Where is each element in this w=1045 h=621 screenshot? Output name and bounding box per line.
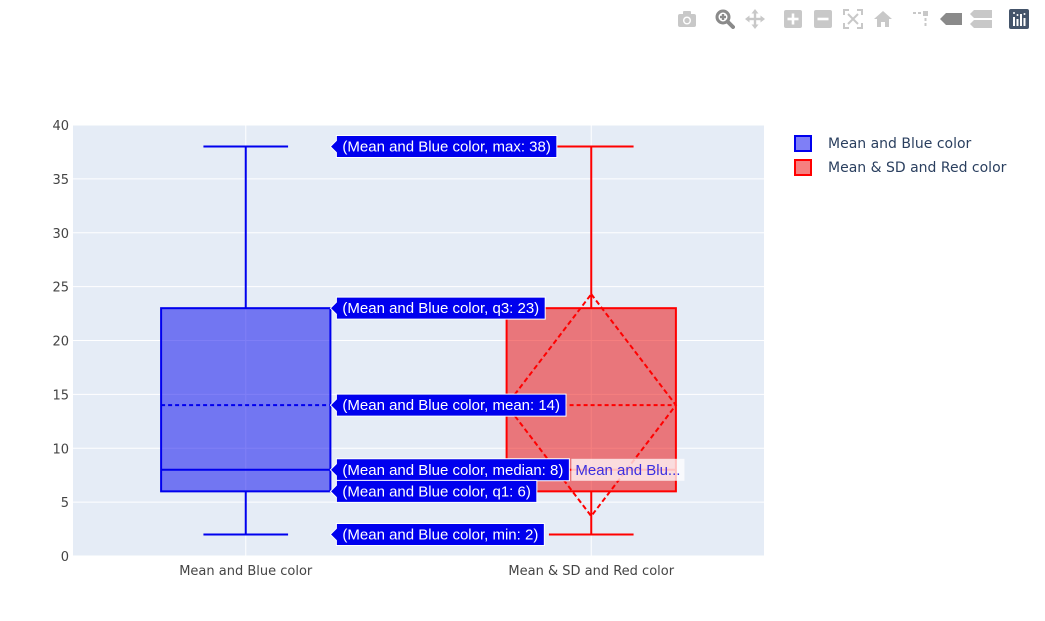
hover-label-text: (Mean and Blue color, q1: 6) (342, 483, 530, 500)
box-body[interactable] (160, 307, 332, 493)
modebar (676, 8, 1038, 30)
hover-labels: (Mean and Blue color, max: 38) (Mean and … (329, 135, 685, 546)
hover-label: (Mean and Blue color, median: 8) (329, 458, 570, 482)
sd-diamond (505, 292, 678, 518)
legend-label: Mean & SD and Red color (828, 160, 1007, 176)
legend-item[interactable]: Mean & SD and Red color (794, 159, 1007, 176)
hover-label: (Mean and Blue color, q1: 6) (329, 479, 538, 503)
hover-label-text: (Mean and Blue color, q3: 23) (342, 300, 539, 317)
hover-label-text: (Mean and Blue color, max: 38) (342, 139, 550, 156)
hover-label-text: (Mean and Blue color, min: 2) (342, 526, 538, 543)
y-tick-label: 30 (52, 227, 69, 242)
y-tick-label: 40 (52, 119, 69, 134)
hover-label-box (329, 296, 546, 320)
y-tick-label: 25 (52, 281, 69, 296)
y-tick-label: 15 (52, 388, 69, 403)
legend-swatch (794, 135, 812, 152)
box-traces (160, 145, 678, 536)
hover-label: (Mean and Blue color, mean: 14) (329, 393, 567, 417)
hover-closest-icon[interactable] (940, 8, 962, 30)
hover-label: (Mean and Blue color, min: 2) (329, 522, 545, 546)
autoscale-icon[interactable] (842, 8, 864, 30)
hover-label-text: (Mean and Blue color, mean: 14) (342, 397, 560, 414)
box-trace[interactable] (160, 145, 332, 536)
hover-label-text: (Mean and Blue color, median: 8) (342, 462, 563, 479)
x-tick-label: Mean and Blue color (179, 564, 313, 579)
x-tick-label: Mean & SD and Red color (508, 564, 674, 579)
hover-label: (Mean and Blue color, max: 38) (329, 135, 558, 159)
zoom-in-icon[interactable] (782, 8, 804, 30)
plotly-logo-icon[interactable] (1008, 8, 1030, 30)
hover-label-box (329, 135, 558, 159)
zoom-icon[interactable] (714, 8, 736, 30)
hover-label-box (329, 479, 538, 503)
y-axis-ticks: 0 5 10 15 20 25 30 35 40 (52, 119, 69, 565)
camera-icon[interactable] (676, 8, 698, 30)
spike-lines-icon[interactable] (910, 8, 932, 30)
hover-trace-name: Mean and Blu... (571, 458, 685, 481)
pan-icon[interactable] (744, 8, 766, 30)
y-tick-label: 0 (61, 550, 69, 565)
x-axis-ticks: Mean and Blue color Mean & SD and Red col… (179, 564, 675, 579)
y-tick-label: 35 (52, 173, 69, 188)
legend-item[interactable]: Mean and Blue color (794, 135, 972, 152)
y-tick-label: 10 (52, 442, 69, 457)
hover-label-box (329, 522, 545, 546)
legend-label: Mean and Blue color (828, 136, 972, 152)
hover-label-box (329, 393, 567, 417)
hover-trace-name-box (571, 458, 685, 481)
hover-label: (Mean and Blue color, q3: 23) (329, 296, 546, 320)
y-tick-label: 20 (52, 335, 69, 350)
y-tick-label: 5 (61, 496, 69, 511)
zoom-out-icon[interactable] (812, 8, 834, 30)
hover-label-box (329, 458, 570, 482)
hover-compare-icon[interactable] (970, 8, 992, 30)
legend-swatch (794, 159, 812, 176)
hover-trace-name-text: Mean and Blu... (575, 462, 680, 479)
reset-axes-icon[interactable] (872, 8, 894, 30)
